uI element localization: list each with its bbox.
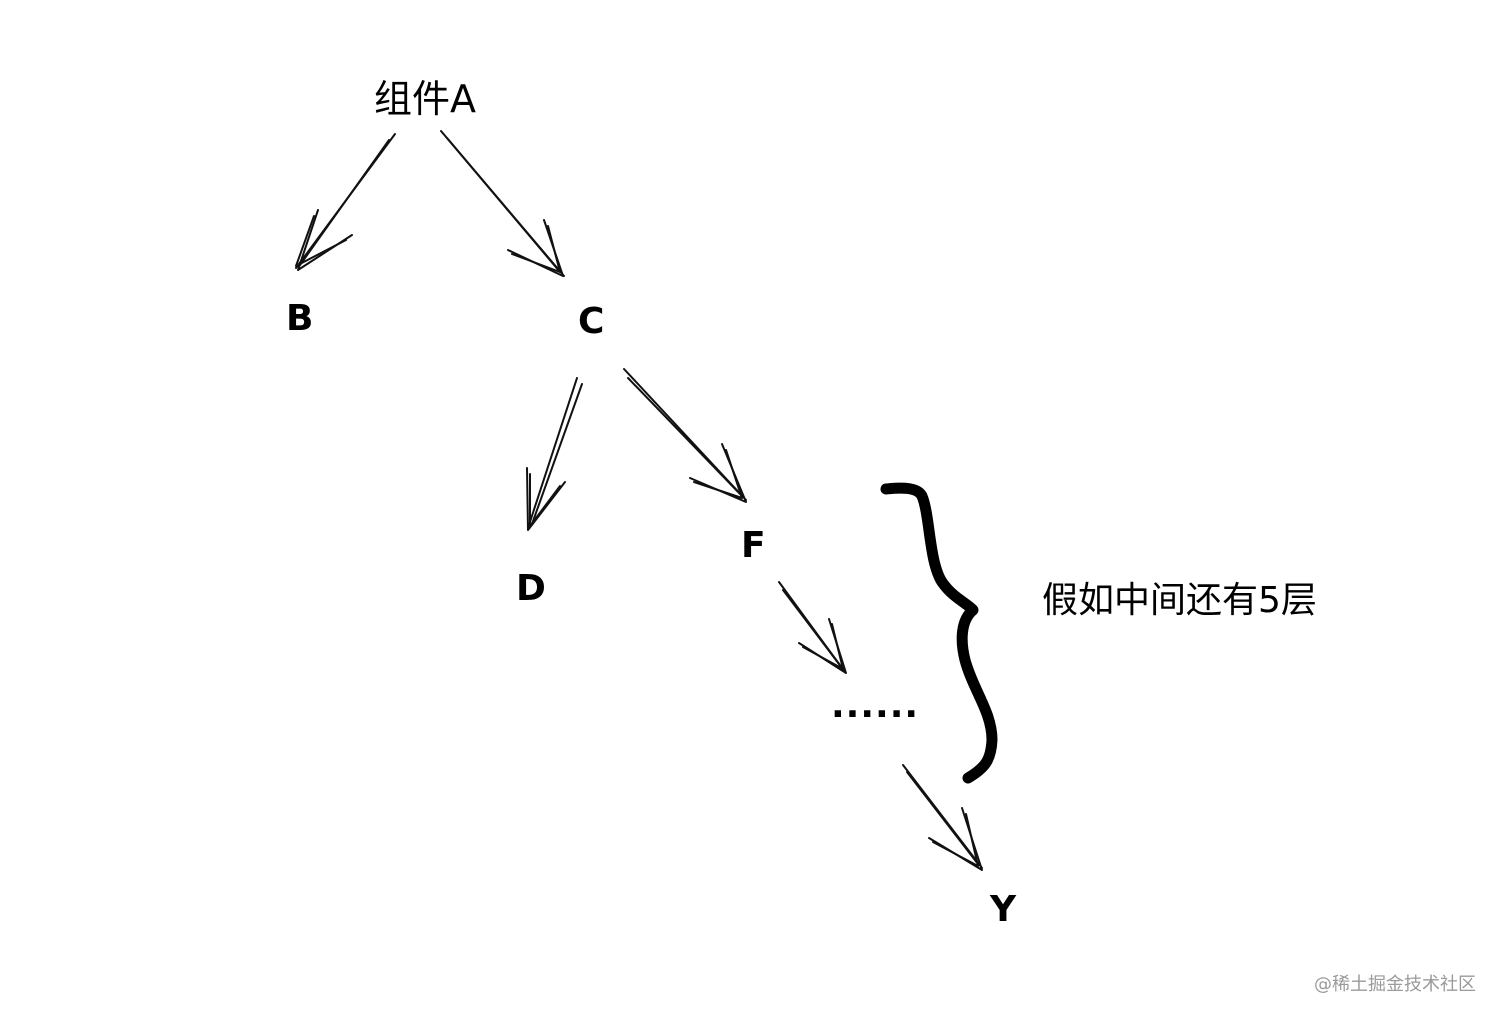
edge-a-to-c [440,130,565,277]
node-b: B [286,298,314,339]
node-f: F [741,525,766,566]
node-ellipsis: ...... [831,685,920,726]
node-y: Y [990,889,1017,930]
node-c: C [578,301,605,342]
brace-note: 假如中间还有5层 [1042,580,1317,621]
node-root-a: 组件A [374,77,476,121]
edge-c-to-d [526,377,583,531]
watermark: @稀土掘金技术社区 [1314,974,1476,995]
edge-a-to-b [295,133,396,271]
edge-f-to-ellipsis [778,581,847,674]
edge-c-to-f [623,368,747,503]
node-d: D [516,568,546,609]
curly-brace [880,482,998,784]
edge-ellipsis-to-y [902,764,983,871]
